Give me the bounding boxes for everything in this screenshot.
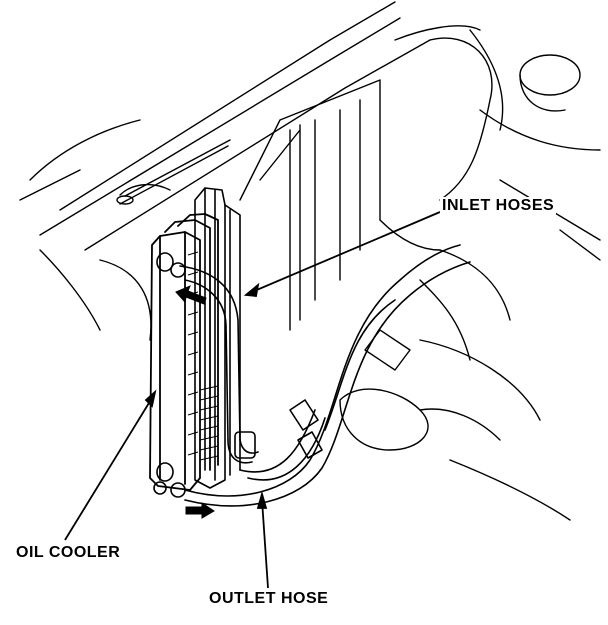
oil-cooler-label: OIL COOLER — [14, 544, 123, 562]
inlet-hose — [179, 265, 259, 464]
oil-cooler-body — [149, 213, 219, 491]
flow-arrows — [175, 285, 215, 519]
inlet-flow-arrow — [175, 285, 207, 305]
engine-details — [339, 29, 601, 521]
cooler-fins — [187, 251, 219, 461]
inlet-hoses-label: INLET HOSES — [440, 197, 557, 215]
leader-lines — [64, 211, 441, 589]
outlet-hose — [184, 244, 471, 507]
vehicle-body-lines — [19, 1, 481, 341]
outlet-flow-arrow — [185, 502, 215, 519]
outlet-hose-label: OUTLET HOSE — [207, 590, 331, 608]
